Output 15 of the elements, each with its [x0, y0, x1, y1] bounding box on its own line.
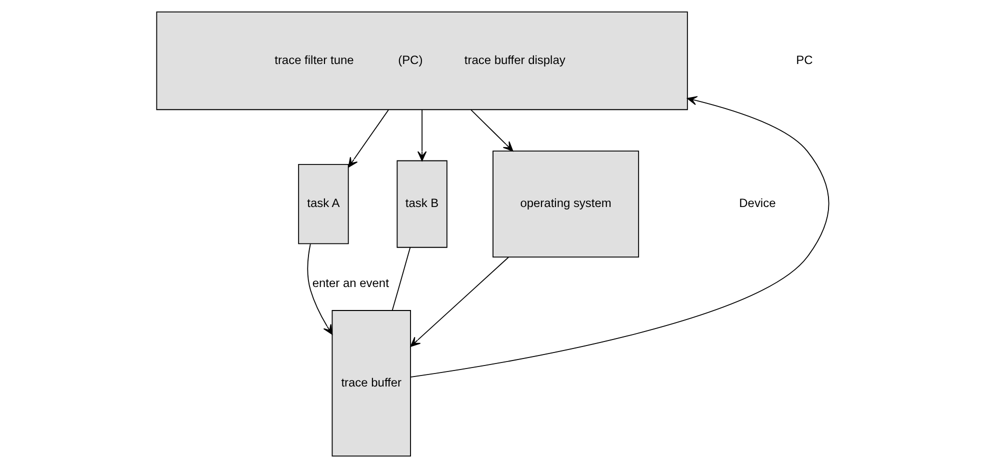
edge-label: enter an event	[312, 276, 389, 290]
node-box: task A	[298, 164, 349, 244]
arrow	[470, 110, 514, 152]
arrow	[410, 256, 509, 347]
arrow	[307, 244, 333, 335]
arrow	[410, 96, 830, 378]
node-box: task B	[396, 160, 448, 248]
arrow	[417, 110, 427, 162]
node-box: trace buffer	[332, 310, 411, 457]
arrow	[348, 110, 389, 168]
label: Device	[739, 196, 776, 210]
node-box: operating system	[492, 150, 640, 258]
label: PC	[796, 52, 813, 67]
connector	[392, 247, 411, 311]
node-box: trace filter tune (PC) trace buffer display	[156, 11, 688, 110]
